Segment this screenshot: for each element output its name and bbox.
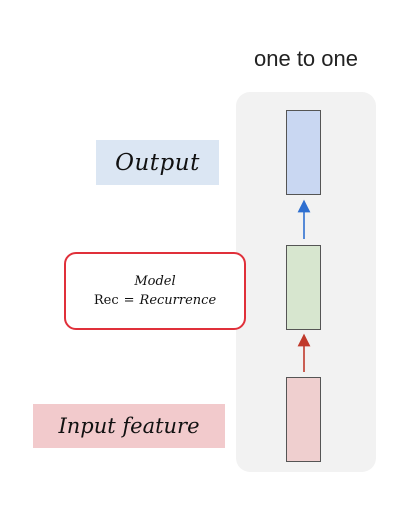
output-label: Output xyxy=(96,140,219,185)
model-label-definition: Rec = Recurrence xyxy=(94,293,216,308)
input-node xyxy=(286,377,321,462)
input-label: Input feature xyxy=(33,404,225,448)
diagram-title: one to one xyxy=(254,46,358,71)
model-label-title: Model xyxy=(134,274,176,289)
output-node xyxy=(286,110,321,195)
model-label: Model Rec = Recurrence xyxy=(64,252,246,330)
model-label-abbr: Rec xyxy=(93,293,119,308)
model-label-equals: = xyxy=(123,293,135,308)
model-node xyxy=(286,245,321,330)
model-label-full: Recurrence xyxy=(139,293,217,308)
